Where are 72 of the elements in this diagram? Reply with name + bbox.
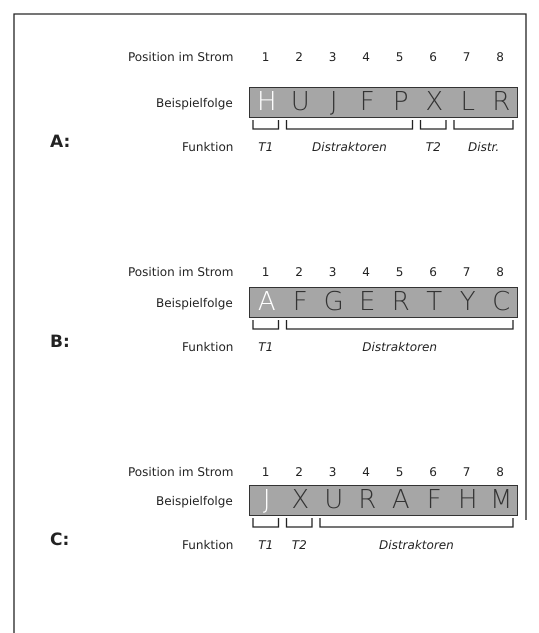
stimulus-letter: M [489,486,514,515]
position-number: 4 [362,50,370,64]
stimulus-letter: X [290,486,310,515]
position-number: 5 [396,465,404,479]
stimulus-letter: F [426,486,443,515]
stimulus-letter: A [390,486,411,515]
stimulus-letter: H [456,486,479,515]
stimulus-letter: H [256,88,278,117]
position-number: 5 [396,265,404,279]
position-number: 7 [462,50,470,64]
position-number: 1 [262,465,270,479]
row-label: Funktion [182,538,234,552]
stimulus-letter: G [322,288,345,317]
row-label: Position im Strom [128,50,234,64]
position-number: 7 [462,465,470,479]
position-number: 6 [429,265,437,279]
stimulus-letter: F [292,288,309,317]
stimulus-letter: Y [458,288,477,317]
row-label: Beispielfolge [156,96,233,110]
stimulus-letter: J [262,486,272,515]
panel-letter: C: [50,530,70,550]
row-label: Beispielfolge [156,494,233,508]
function-label: Distr. [468,140,500,154]
position-number: 8 [496,265,504,279]
stimulus-letter: C [491,288,512,317]
function-label: T2 [426,140,441,154]
function-label: T2 [292,538,307,552]
stimulus-letter: E [358,288,376,317]
position-number: 2 [295,265,303,279]
stimulus-letter: U [323,486,344,515]
stimulus-letter: R [491,88,512,117]
stimulus-letter: X [424,88,444,117]
stimulus-letter: R [390,288,411,317]
function-label: Distraktoren [312,140,387,154]
position-number: 7 [462,265,470,279]
stimulus-letter: T [425,288,444,317]
stimulus-letter: F [358,88,376,117]
row-label: Position im Strom [128,465,234,479]
row-label: Funktion [182,340,234,354]
stimulus-letter: A [256,288,277,317]
letter-sequence-bar [249,485,518,516]
stimulus-letter: L [460,88,476,117]
position-number: 3 [328,50,336,64]
function-label: T1 [258,140,274,154]
letter-sequence-bar [249,87,518,118]
position-number: 1 [262,50,270,64]
function-label: T1 [258,538,274,552]
row-label: Funktion [182,140,234,154]
position-number: 2 [295,465,303,479]
position-number: 4 [362,465,370,479]
position-number: 5 [396,50,404,64]
function-label: Distraktoren [379,538,454,552]
panel-letter: A: [50,132,70,152]
stimulus-letter: U [290,88,311,117]
position-number: 8 [496,465,504,479]
function-label: Distraktoren [362,340,437,354]
position-number: 6 [429,465,437,479]
stimulus-letter: J [328,88,339,117]
position-number: 1 [262,265,270,279]
position-number: 2 [295,50,303,64]
row-label: Beispielfolge [156,296,233,310]
position-number: 3 [328,265,336,279]
function-label: T1 [258,340,274,354]
position-number: 4 [362,265,370,279]
position-number: 3 [328,465,336,479]
letter-sequence-bar [249,287,518,318]
panel-letter: B: [50,332,70,352]
row-label: Position im Strom [128,265,234,279]
position-number: 6 [429,50,437,64]
stimulus-letter: R [357,486,378,515]
stimulus-letter: P [392,88,410,117]
position-number: 8 [496,50,504,64]
